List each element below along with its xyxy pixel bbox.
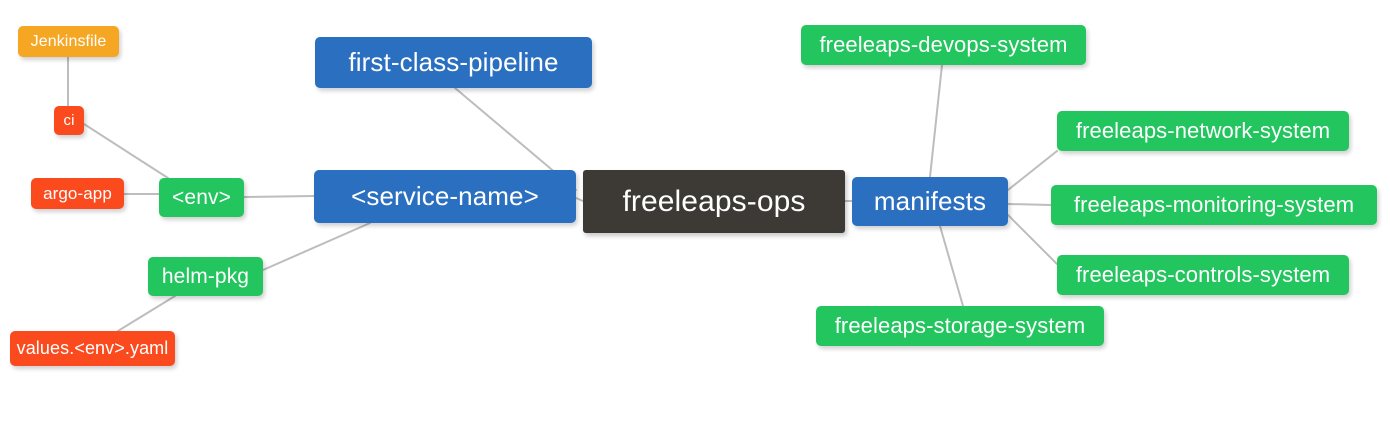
- node-freeleaps-controls-system[interactable]: freeleaps-controls-system: [1057, 255, 1349, 295]
- node-argo-app[interactable]: argo-app: [31, 178, 124, 209]
- node-ci[interactable]: ci: [54, 106, 84, 135]
- node-env[interactable]: <env>: [159, 178, 244, 217]
- edge-manifests-to-freeleaps-controls-system: [1007, 214, 1058, 265]
- node-jenkinsfile[interactable]: Jenkinsfile: [18, 26, 119, 57]
- edge-service-name-to-env: [243, 195, 315, 198]
- node-freeleaps-devops-system[interactable]: freeleaps-devops-system: [801, 25, 1086, 65]
- edge-freeleaps-ops-to-service-name: [575, 197, 584, 202]
- node-freeleaps-storage-system[interactable]: freeleaps-storage-system: [816, 306, 1104, 346]
- node-values-yaml[interactable]: values.<env>.yaml: [10, 331, 175, 366]
- edge-env-to-ci: [83, 123, 169, 179]
- node-helm-pkg[interactable]: helm-pkg: [148, 257, 263, 296]
- node-service-name[interactable]: <service-name>: [314, 170, 576, 223]
- node-manifests[interactable]: manifests: [852, 177, 1008, 226]
- node-freeleaps-ops[interactable]: freeleaps-ops: [583, 170, 845, 233]
- edge-manifests-to-freeleaps-monitoring-system: [1007, 203, 1052, 206]
- edge-helm-pkg-to-values-yaml: [117, 295, 176, 332]
- node-freeleaps-network-system[interactable]: freeleaps-network-system: [1057, 111, 1349, 151]
- edge-manifests-to-freeleaps-devops-system: [929, 64, 943, 178]
- edge-manifests-to-freeleaps-network-system: [1007, 150, 1058, 191]
- node-freeleaps-monitoring-system[interactable]: freeleaps-monitoring-system: [1051, 185, 1377, 225]
- edge-manifests-to-freeleaps-storage-system: [939, 225, 964, 307]
- node-first-class-pipeline[interactable]: first-class-pipeline: [315, 37, 592, 88]
- edge-service-name-to-helm-pkg: [262, 222, 371, 271]
